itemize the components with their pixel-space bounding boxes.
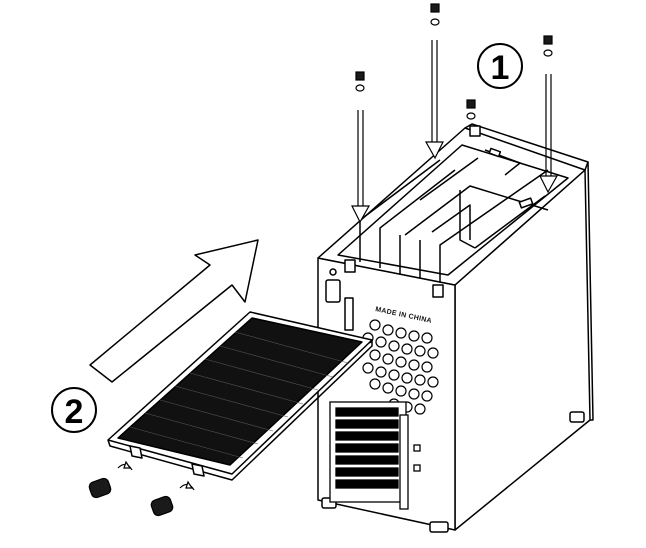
- screw-icon: [351, 71, 371, 224]
- screw-icon: [539, 35, 559, 194]
- thumbscrew-icon: [150, 480, 195, 517]
- top-screws: [351, 3, 559, 224]
- expansion-slots: [329, 401, 421, 510]
- psu-power-socket: [325, 279, 341, 303]
- screw-icon: [424, 3, 444, 160]
- dust-filter: [107, 311, 373, 481]
- step-2-badge: 2: [51, 387, 97, 433]
- thumb-screws: [88, 460, 195, 517]
- thumbscrew-icon: [88, 460, 133, 499]
- screw-icon: [466, 99, 476, 120]
- step-1-badge: 1: [477, 43, 523, 89]
- step-2-number: 2: [65, 393, 84, 431]
- step-1-number: 1: [491, 49, 510, 87]
- insertion-arrow: [89, 239, 259, 383]
